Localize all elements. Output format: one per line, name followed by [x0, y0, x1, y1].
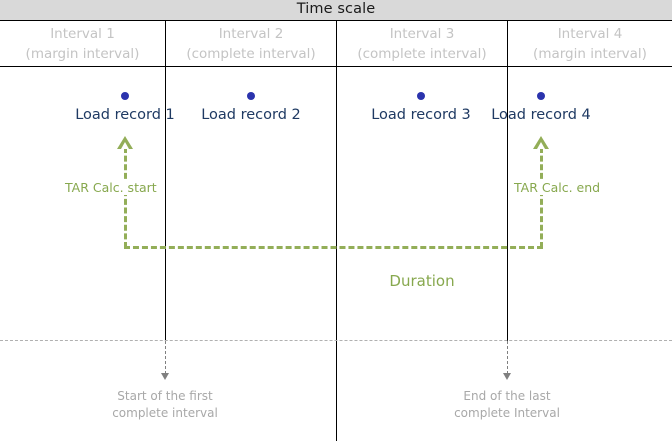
interval-header-2-kind: (complete interval)	[186, 46, 316, 62]
duration-span-line	[124, 246, 543, 249]
load-record-4-dot	[537, 92, 545, 100]
interval-header-4-kind: (margin interval)	[533, 46, 647, 62]
interval-header-3-name: Interval 3	[389, 26, 455, 42]
load-record-4-label: Load record 4	[491, 107, 591, 123]
tar-start-arrowhead-notch	[121, 142, 129, 149]
load-record-3-label: Load record 3	[371, 107, 471, 123]
tar-end-connector	[540, 147, 543, 248]
callout-1-line2: complete interval	[112, 406, 218, 420]
tar-calc-start-label: TAR Calc. start	[62, 180, 160, 195]
load-record-2-label: Load record 2	[201, 107, 301, 123]
callout-2-line1: End of the last	[463, 389, 551, 403]
load-record-2-dot	[247, 92, 255, 100]
grid-divider-1	[165, 21, 166, 341]
load-record-1-dot	[121, 92, 129, 100]
tar-end-arrowhead-notch	[537, 142, 545, 149]
interval-header-1-kind: (margin interval)	[25, 46, 140, 62]
interval-header-2-name: Interval 2	[218, 26, 284, 42]
load-record-3-dot	[417, 92, 425, 100]
interval-header-1-name: Interval 1	[50, 26, 115, 42]
interval-header-4-name: Interval 4	[557, 26, 623, 42]
load-record-1-label: Load record 1	[75, 107, 175, 123]
callout-2-label: End of the last complete Interval	[422, 388, 592, 422]
grid-divider-3	[507, 21, 508, 341]
grid-line-top	[0, 20, 672, 21]
callout-1-arrowhead	[161, 373, 169, 380]
callout-2-line2: complete Interval	[454, 406, 560, 420]
tar-calc-end-label: TAR Calc. end	[511, 180, 604, 195]
duration-label: Duration	[389, 272, 455, 290]
grid-divider-2	[336, 21, 337, 441]
interval-header-2: Interval 2 (complete interval)	[166, 24, 336, 66]
callout-2-arrowhead	[503, 373, 511, 380]
callout-1-line1: Start of the first	[117, 389, 213, 403]
callout-2-connector	[507, 341, 508, 374]
interval-header-3-kind: (complete interval)	[357, 46, 487, 62]
title-bar	[0, 0, 672, 20]
page-title: Time scale	[296, 1, 376, 17]
interval-header-4: Interval 4 (margin interval)	[508, 24, 672, 66]
tar-start-connector	[124, 147, 127, 248]
interval-header-1: Interval 1 (margin interval)	[0, 24, 165, 66]
callout-1-connector	[165, 341, 166, 374]
callout-1-label: Start of the first complete interval	[80, 388, 250, 422]
interval-header-3: Interval 3 (complete interval)	[337, 24, 507, 66]
baseline-separator	[0, 340, 672, 341]
